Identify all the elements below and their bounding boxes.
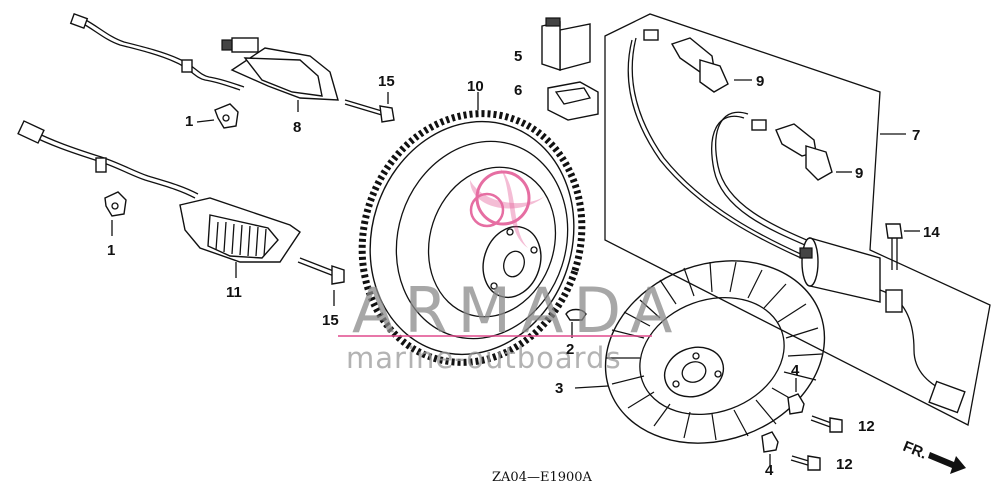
bolt-part-12-upper	[810, 415, 843, 433]
callout-part-14: 14	[923, 224, 940, 241]
diagram-code: ZA04—E1900A	[492, 470, 593, 485]
front-direction-indicator: FR.	[901, 438, 966, 474]
callout-part-10: 10	[467, 78, 484, 95]
front-arrow-icon	[928, 452, 966, 474]
callout-part-4-upper: 4	[791, 362, 800, 379]
callout-part-12-lower: 12	[836, 456, 853, 473]
relay-part-5	[541, 17, 591, 71]
callout-part-15-lower: 15	[322, 312, 339, 329]
spark-plug-cap-part-9-upper	[643, 29, 752, 93]
bolt-part-12-lower	[790, 455, 821, 471]
watermark-brand: ARMADA	[352, 274, 682, 347]
watermark-logo-mark	[469, 168, 545, 248]
bolt-part-15-lower	[297, 257, 345, 306]
callout-part-9-upper: 9	[756, 73, 764, 90]
callout-part-8: 8	[293, 119, 301, 136]
collar-part-4-lower	[761, 431, 779, 466]
clamp-part-1-upper	[196, 103, 239, 129]
callout-part-1-lower: 1	[107, 242, 115, 259]
spark-plug-cap-part-9-lower	[751, 119, 852, 181]
cover-part-6	[547, 81, 599, 121]
cooling-fan-part-3	[574, 260, 826, 444]
callout-part-15-upper: 15	[378, 73, 395, 90]
callout-part-2: 2	[566, 341, 574, 358]
ignition-coil-group-part-7	[604, 13, 991, 426]
watermark-tagline: marine-outboards	[346, 341, 622, 375]
collar-part-4-upper	[787, 378, 805, 415]
direction-label: FR.	[901, 438, 930, 463]
callout-part-1-upper: 1	[185, 113, 193, 130]
callout-part-5: 5	[514, 48, 522, 65]
callout-part-9-lower: 9	[855, 165, 863, 182]
callout-part-11: 11	[226, 284, 242, 301]
watermark: ARMADA marine-outboards	[338, 168, 682, 375]
bolt-part-14	[885, 223, 920, 270]
clamp-part-1-lower	[104, 191, 127, 236]
callout-part-7: 7	[912, 127, 920, 144]
bolt-part-15-upper	[344, 92, 395, 123]
exciter-coil-part-11	[17, 120, 301, 278]
charge-coil-part-8	[69, 13, 339, 112]
callout-part-6: 6	[514, 82, 522, 99]
callout-labels: 1 1 2 3 4 4 5 6 7 8 9 9 10 11 12 12 14 1…	[107, 48, 940, 479]
callout-part-3: 3	[555, 380, 563, 397]
callout-part-12-upper: 12	[858, 418, 875, 435]
callout-part-4-lower: 4	[765, 462, 774, 479]
